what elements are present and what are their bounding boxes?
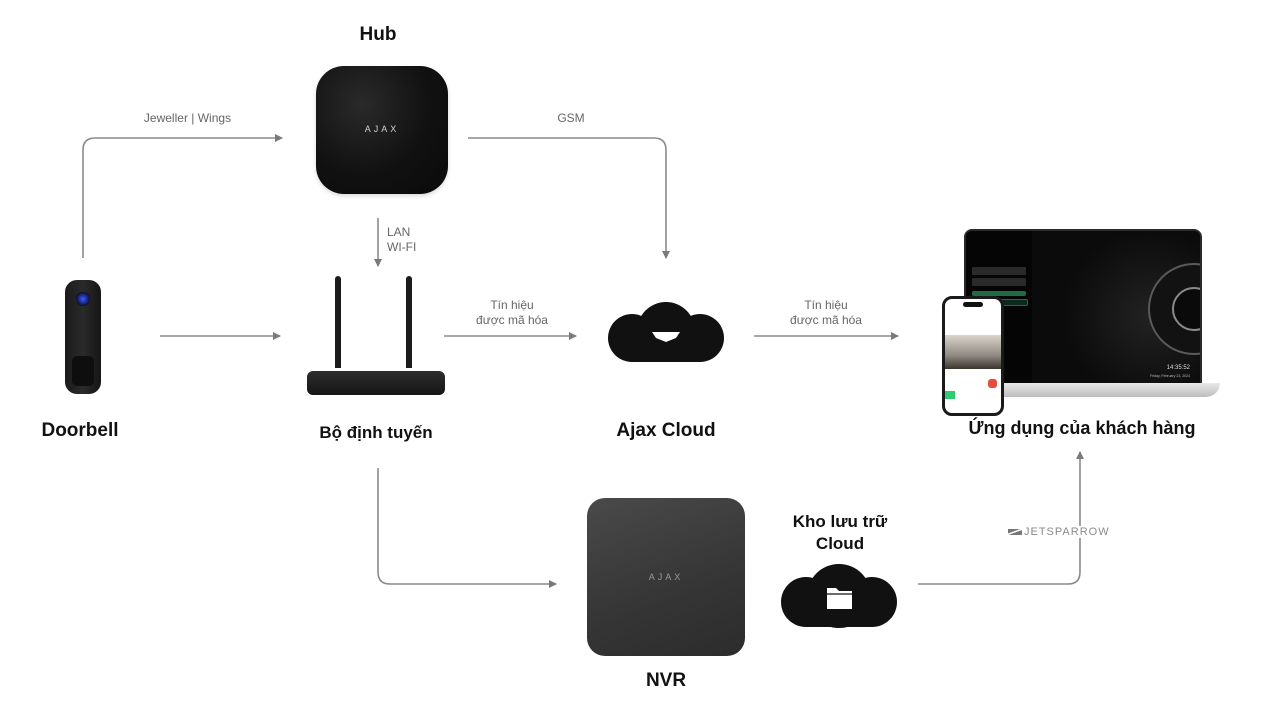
edge-storage-app	[918, 451, 1084, 585]
doorbell-label: Doorbell	[41, 420, 119, 441]
edge-doorbell-hub	[82, 134, 283, 258]
cloud-storage-label: Kho lưu trữ Cloud	[770, 511, 910, 555]
jetsparrow-watermark: JETSPARROW	[1006, 526, 1112, 538]
phone-camera-feed	[945, 335, 1001, 369]
phone-device	[942, 296, 1004, 416]
doorbell-camera-lens	[76, 292, 90, 306]
cloud-storage-icon[interactable]	[780, 562, 898, 634]
edge-label-lan-wifi: LAN WI-FI	[387, 225, 416, 255]
laptop-base	[948, 383, 1220, 397]
edge-label-lan: LAN	[387, 225, 411, 239]
phone-green-button	[945, 391, 955, 399]
edge-hub-cloud	[468, 137, 670, 259]
ajax-chevron-icon	[652, 332, 680, 342]
router-antenna-left	[335, 276, 341, 368]
cloud-storage-label-line1: Kho lưu trữ	[792, 512, 888, 531]
edge-label-line2: được mã hóa	[476, 313, 548, 327]
hub-brand-logo: AJAX	[364, 124, 400, 134]
edge-router-nvr	[377, 468, 557, 588]
login-field	[972, 267, 1026, 275]
jetsparrow-logo-icon	[1008, 529, 1022, 536]
doorbell-device-icon[interactable]	[65, 280, 101, 394]
nvr-label: NVR	[645, 670, 687, 691]
edge-label-line2: được mã hóa	[790, 313, 862, 327]
edge-label-wifi: WI-FI	[387, 240, 417, 254]
router-antenna-right	[406, 276, 412, 368]
hub-device-icon[interactable]: AJAX	[316, 66, 448, 194]
password-field	[972, 278, 1026, 286]
login-button	[972, 291, 1026, 296]
edge-label-router-cloud: Tín hiệu được mã hóa	[460, 298, 564, 328]
hub-label: Hub	[359, 24, 397, 45]
ajax-cloud-label: Ajax Cloud	[616, 420, 716, 441]
folder-icon	[827, 588, 852, 609]
laptop-wallpaper: 14:35:52 Friday, February 23, 2024	[1032, 231, 1200, 385]
screen-date: Friday, February 23, 2024	[1149, 374, 1190, 378]
phone-red-button	[988, 379, 997, 388]
edge-label-line1: Tín hiệu	[490, 298, 534, 312]
ajax-cloud-icon[interactable]	[606, 302, 726, 364]
cloud-storage-label-line2: Cloud	[815, 534, 865, 553]
router-body	[307, 371, 445, 395]
screen-time: 14:35:52	[1166, 365, 1190, 371]
router-label: Bộ định tuyến	[319, 423, 433, 442]
edge-label-cloud-app: Tín hiệu được mã hóa	[774, 298, 878, 328]
nvr-device-icon[interactable]: AJAX	[587, 498, 745, 656]
jetsparrow-text: JETSPARROW	[1024, 526, 1110, 538]
nvr-brand-logo: AJAX	[648, 572, 684, 582]
edge-label-gsm: GSM	[557, 111, 585, 125]
client-app-label: Ứng dụng của khách hàng	[968, 418, 1196, 438]
phone-notch	[963, 302, 983, 307]
doorbell-button	[72, 356, 94, 386]
edge-label-jeweller-wings: Jeweller | Wings	[143, 111, 232, 125]
edge-label-line1: Tín hiệu	[804, 298, 848, 312]
